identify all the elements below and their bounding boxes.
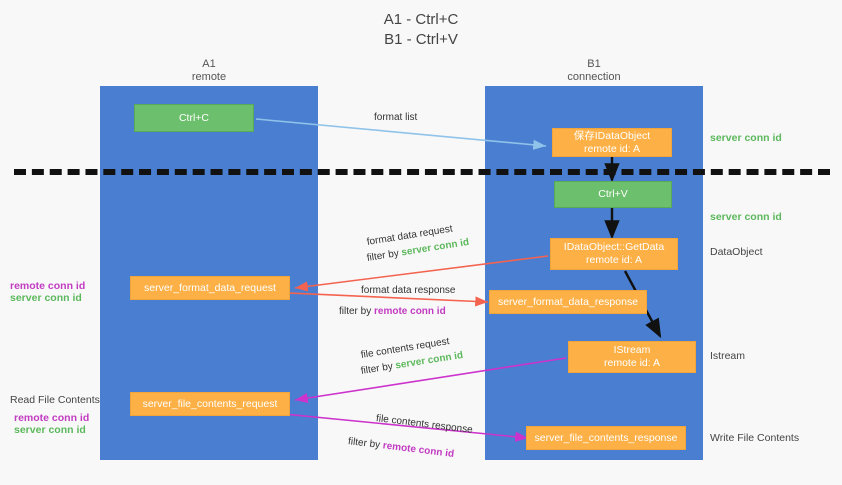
filter-prefix-2: filter by <box>339 306 375 317</box>
lane-b1-sub: connection <box>567 71 621 83</box>
edge-label-format-list: format list <box>374 112 418 123</box>
box-server-format-data-response-label: server_format_data_response <box>497 295 639 308</box>
note-server-conn-id-top: server conn id <box>710 132 782 144</box>
box-server-file-contents-request[interactable]: server_file_contents_request <box>130 392 290 416</box>
lane-a1-name: A1 <box>202 58 216 70</box>
box-getdata-line1: IDataObject::GetData <box>563 241 665 253</box>
filter-prefix-4: filter by <box>347 436 384 452</box>
filter-value-4: remote conn id <box>382 440 455 460</box>
lane-a1-sub: remote <box>191 71 227 83</box>
filter-value-2: remote conn id <box>374 306 446 317</box>
title-line-1: A1 - Ctrl+C <box>383 11 459 28</box>
box-server-format-data-request-label: server_format_data_request <box>144 281 276 294</box>
note-read-file-contents: Read File Contents <box>10 394 100 406</box>
box-istream[interactable]: IStream remote id: A <box>568 341 696 373</box>
filter-prefix-1: filter by <box>366 247 403 264</box>
box-save-idataobject-line1: 保存IDataObject <box>573 129 651 142</box>
box-server-file-contents-response[interactable]: server_file_contents_response <box>526 426 686 450</box>
box-istream-line2: remote id: A <box>603 357 661 369</box>
note-left-remote-conn-id-2: remote conn id <box>14 412 90 424</box>
note-left-server-conn-id-1: server conn id <box>10 292 82 304</box>
box-ctrl-c[interactable]: Ctrl+C <box>134 104 254 132</box>
box-istream-line1: IStream <box>613 344 651 356</box>
filter-prefix-3: filter by <box>360 360 397 377</box>
box-save-idataobject[interactable]: 保存IDataObject remote id: A <box>552 128 672 157</box>
note-istream: Istream <box>710 350 746 362</box>
box-server-format-data-request[interactable]: server_format_data_request <box>130 276 290 300</box>
note-dataobject: DataObject <box>710 246 763 258</box>
box-server-file-contents-response-label: server_file_contents_response <box>534 431 678 444</box>
note-left-remote-conn-id-1: remote conn id <box>10 280 86 292</box>
title-line-2: B1 - Ctrl+V <box>384 31 458 48</box>
note-server-conn-id-mid: server conn id <box>710 211 782 223</box>
edge-label-file-contents-response-filter: filter by remote conn id <box>347 435 455 462</box>
edge-label-format-data-response: format data response <box>361 285 456 296</box>
edge-label-file-contents-response: file contents response <box>375 413 474 436</box>
edge-label-format-data-response-filter: filter by remote conn id <box>339 305 446 319</box>
box-ctrl-v[interactable]: Ctrl+V <box>554 181 672 208</box>
box-idataobject-getdata[interactable]: IDataObject::GetData remote id: A <box>550 238 678 270</box>
box-server-file-contents-request-label: server_file_contents_request <box>142 397 278 410</box>
phase-divider <box>14 169 830 175</box>
lane-b1-name: B1 <box>587 58 601 70</box>
box-server-format-data-response[interactable]: server_format_data_response <box>489 290 647 314</box>
lane-header-b1: B1 connection <box>494 58 694 84</box>
page-title: A1 - Ctrl+C B1 - Ctrl+V <box>0 10 842 50</box>
lane-header-a1: A1 remote <box>109 58 309 84</box>
box-ctrl-v-label: Ctrl+V <box>598 188 628 200</box>
note-left-server-conn-id-2: server conn id <box>14 424 86 436</box>
note-write-file-contents: Write File Contents <box>710 432 800 444</box>
box-save-idataobject-line2: remote id: A <box>583 142 641 155</box>
box-getdata-line2: remote id: A <box>585 254 643 266</box>
box-ctrl-c-label: Ctrl+C <box>178 111 210 124</box>
